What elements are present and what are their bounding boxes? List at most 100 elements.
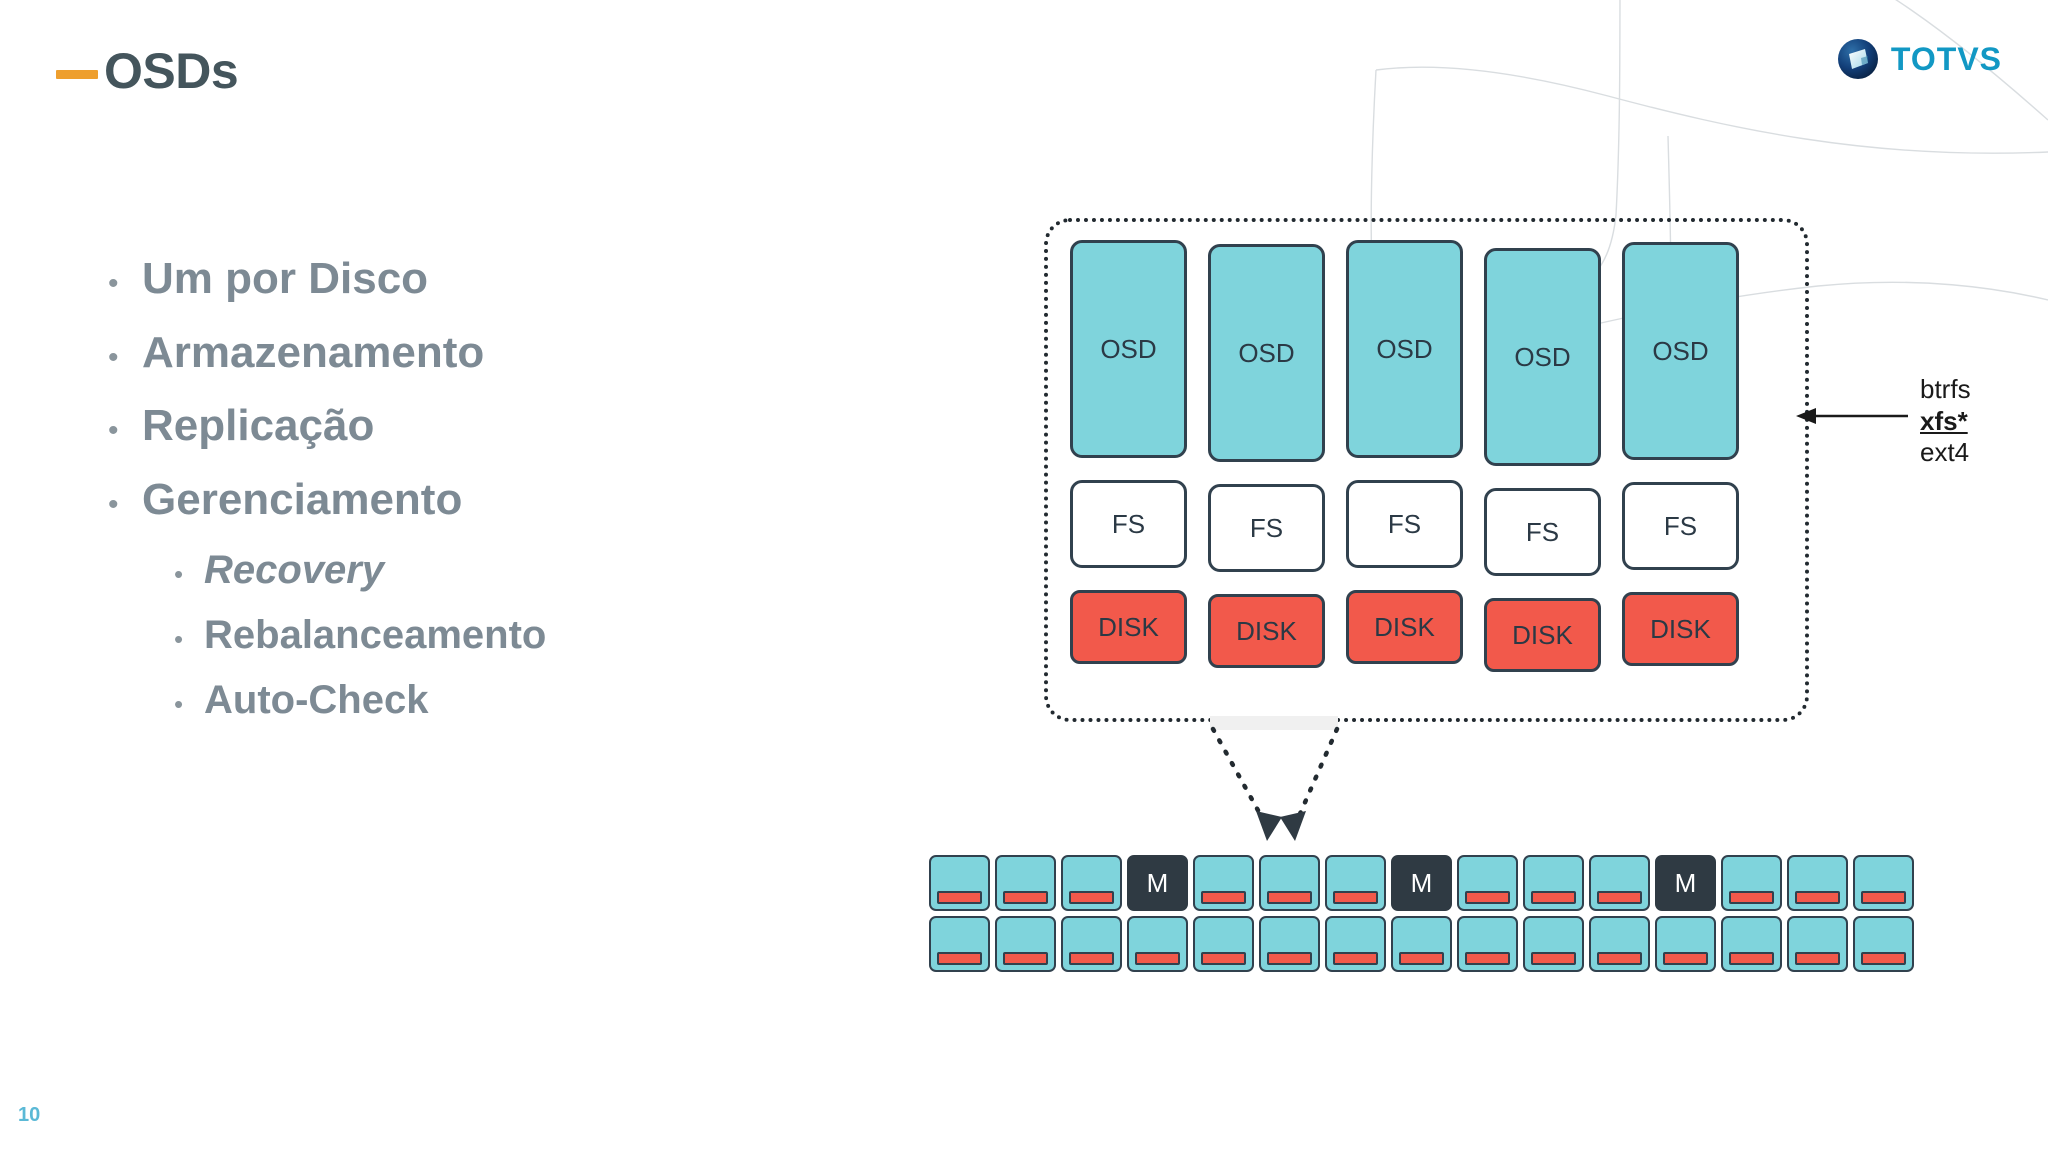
- page-number: 10: [18, 1104, 41, 1126]
- node-disk-bar: [1729, 891, 1774, 904]
- list-item: • Auto-Check: [174, 679, 860, 722]
- osd-column: OSD FS DISK: [1208, 244, 1325, 672]
- node-disk-bar: [1333, 891, 1378, 904]
- host-bottom-slab: [1210, 716, 1338, 730]
- fs-callout-arrow-icon: [1796, 408, 1908, 424]
- list-item: • Recovery: [174, 548, 860, 593]
- monitor-label: M: [1674, 868, 1697, 898]
- node-cell: [1655, 916, 1716, 972]
- node-cell: [1853, 855, 1914, 911]
- node-cell: [1523, 916, 1584, 972]
- osd-column: OSD FS DISK: [1346, 240, 1463, 672]
- disk-box: DISK: [1346, 590, 1463, 664]
- bullet-text: Recovery: [204, 548, 385, 593]
- node-cell: [995, 855, 1056, 911]
- fs-option-btrfs: btrfs: [1920, 374, 1971, 404]
- node-disk-bar: [937, 891, 982, 904]
- node-disk-bar: [1399, 952, 1444, 965]
- node-cell: [1193, 855, 1254, 911]
- node-disk-bar: [1069, 891, 1114, 904]
- node-disk-bar: [1135, 952, 1180, 965]
- node-disk-bar: [1795, 952, 1840, 965]
- node-disk-bar: [1465, 891, 1510, 904]
- node-disk-bar: [1729, 952, 1774, 965]
- fs-options-list: btrfs xfs* ext4: [1920, 374, 1971, 469]
- totvs-logo: TOTVS: [1837, 38, 2002, 80]
- sub-bullet-list: • Recovery • Rebalanceamento • Auto-Chec…: [100, 548, 860, 723]
- node-disk-bar: [1663, 952, 1708, 965]
- fs-option-xfs: xfs*: [1920, 405, 1968, 436]
- node-cell: [1457, 916, 1518, 972]
- bullet-text: Armazenamento: [142, 327, 485, 377]
- bullet-list: • Um por Disco • Armazenamento • Replica…: [100, 255, 860, 745]
- host-to-cluster-connector: [1210, 726, 1340, 841]
- cluster-node-grid: M M M: [929, 855, 1914, 977]
- node-cell: [929, 855, 990, 911]
- node-disk-bar: [1201, 952, 1246, 965]
- bullet-text: Replicação: [142, 401, 375, 451]
- monitor-label: M: [1410, 868, 1433, 898]
- node-cell: [995, 916, 1056, 972]
- bullet-text: Auto-Check: [204, 678, 429, 723]
- osd-column: OSD FS DISK: [1484, 248, 1601, 672]
- node-disk-bar: [1267, 891, 1312, 904]
- node-cell: [1391, 916, 1452, 972]
- disk-box: DISK: [1208, 594, 1325, 668]
- node-disk-bar: [1531, 891, 1576, 904]
- list-item: • Um por Disco: [100, 255, 860, 303]
- monitor-node-cell: M: [1391, 855, 1452, 911]
- bullet-marker-icon: •: [174, 559, 184, 590]
- list-item: • Rebalanceamento: [174, 614, 860, 657]
- page-title: OSDs: [56, 46, 239, 96]
- fs-box: FS: [1484, 488, 1601, 576]
- node-cell: [1259, 855, 1320, 911]
- bullet-marker-icon: •: [174, 689, 184, 720]
- node-disk-bar: [1465, 952, 1510, 965]
- node-cell: [1523, 855, 1584, 911]
- disk-box: DISK: [1622, 592, 1739, 666]
- node-cell: [1061, 916, 1122, 972]
- bullet-marker-icon: •: [108, 414, 119, 448]
- bullet-text: Gerenciamento: [142, 474, 463, 524]
- node-cell: [929, 916, 990, 972]
- node-cell: [1787, 855, 1848, 911]
- osd-column-group: OSD FS DISK OSD FS DISK OSD FS DISK OSD …: [1070, 240, 1739, 672]
- node-disk-bar: [1069, 952, 1114, 965]
- fs-box: FS: [1070, 480, 1187, 568]
- node-disk-bar: [1861, 891, 1906, 904]
- fs-option-ext4: ext4: [1920, 437, 1970, 468]
- fs-box: FS: [1346, 480, 1463, 568]
- node-cell: [1325, 855, 1386, 911]
- bullet-marker-icon: •: [108, 340, 119, 374]
- list-item: • Gerenciamento: [100, 476, 860, 524]
- cluster-row: [929, 916, 1914, 972]
- node-cell: [1457, 855, 1518, 911]
- node-disk-bar: [1003, 952, 1048, 965]
- node-disk-bar: [1597, 952, 1642, 965]
- fs-box: FS: [1622, 482, 1739, 570]
- osd-box: OSD: [1346, 240, 1463, 458]
- osd-column: OSD FS DISK: [1070, 240, 1187, 672]
- node-disk-bar: [1861, 952, 1906, 965]
- node-cell: [1259, 916, 1320, 972]
- fs-box: FS: [1208, 484, 1325, 572]
- node-cell: [1853, 916, 1914, 972]
- node-disk-bar: [1333, 952, 1378, 965]
- osd-architecture-diagram: OSD FS DISK OSD FS DISK OSD FS DISK OSD …: [929, 200, 2020, 972]
- node-disk-bar: [937, 952, 982, 965]
- node-cell: [1589, 916, 1650, 972]
- osd-box: OSD: [1070, 240, 1187, 458]
- bullet-text: Rebalanceamento: [204, 613, 547, 658]
- osd-box: OSD: [1622, 242, 1739, 460]
- bullet-marker-icon: •: [108, 487, 119, 521]
- node-cell: [1193, 916, 1254, 972]
- osd-box: OSD: [1484, 248, 1601, 466]
- list-item: • Armazenamento: [100, 327, 860, 377]
- list-item: • Replicação: [100, 402, 860, 450]
- node-cell: [1325, 916, 1386, 972]
- disk-box: DISK: [1484, 598, 1601, 672]
- monitor-label: M: [1146, 868, 1169, 898]
- totvs-mark-icon: [1837, 39, 1878, 79]
- node-disk-bar: [1531, 952, 1576, 965]
